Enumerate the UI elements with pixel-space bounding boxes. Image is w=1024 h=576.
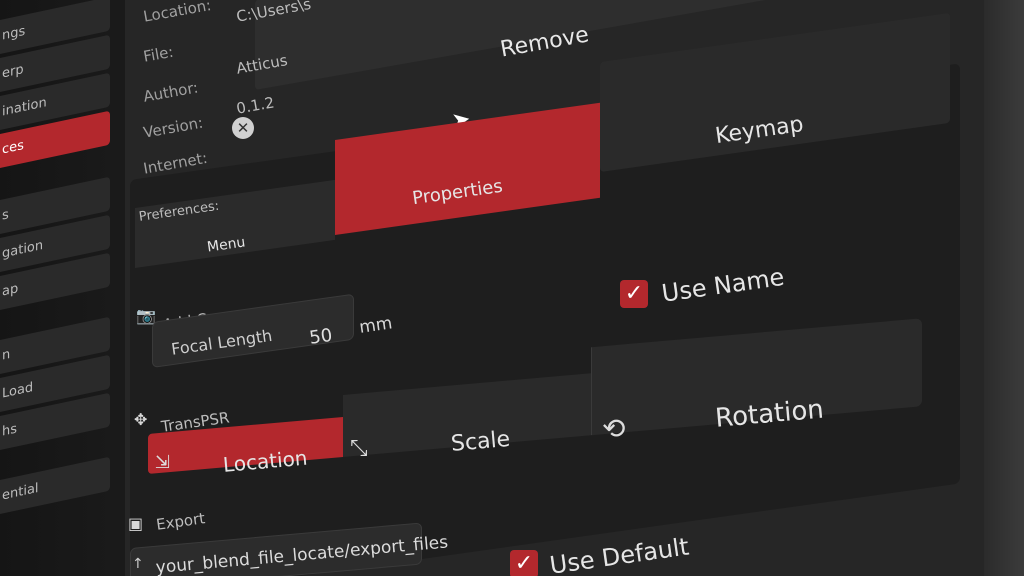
window-edge xyxy=(984,0,1024,576)
file-label: File: xyxy=(142,42,175,66)
camera-icon: 📷 xyxy=(136,306,156,325)
author-label: Author: xyxy=(142,78,200,106)
location-icon: ⇲ xyxy=(155,452,171,473)
use-name-checkbox[interactable]: ✓ xyxy=(620,280,648,308)
use-default-checkbox[interactable]: ✓ xyxy=(510,550,538,576)
location-label: Location: xyxy=(142,0,213,26)
scale-option-label: Scale xyxy=(450,426,512,457)
rotation-icon: ⟲ xyxy=(602,412,626,445)
close-icon[interactable]: ✕ xyxy=(232,117,254,139)
folder-icon: ▣ xyxy=(128,514,144,533)
transform-icon: ✥ xyxy=(134,410,148,429)
use-default-label: Use Default xyxy=(548,532,691,576)
version-value: 0.1.2 xyxy=(235,93,276,118)
focal-length-value: 50 xyxy=(308,324,334,349)
scale-icon: ⤡ xyxy=(350,436,368,461)
upload-icon: ↑ xyxy=(132,556,144,572)
version-label: Version: xyxy=(142,113,205,142)
